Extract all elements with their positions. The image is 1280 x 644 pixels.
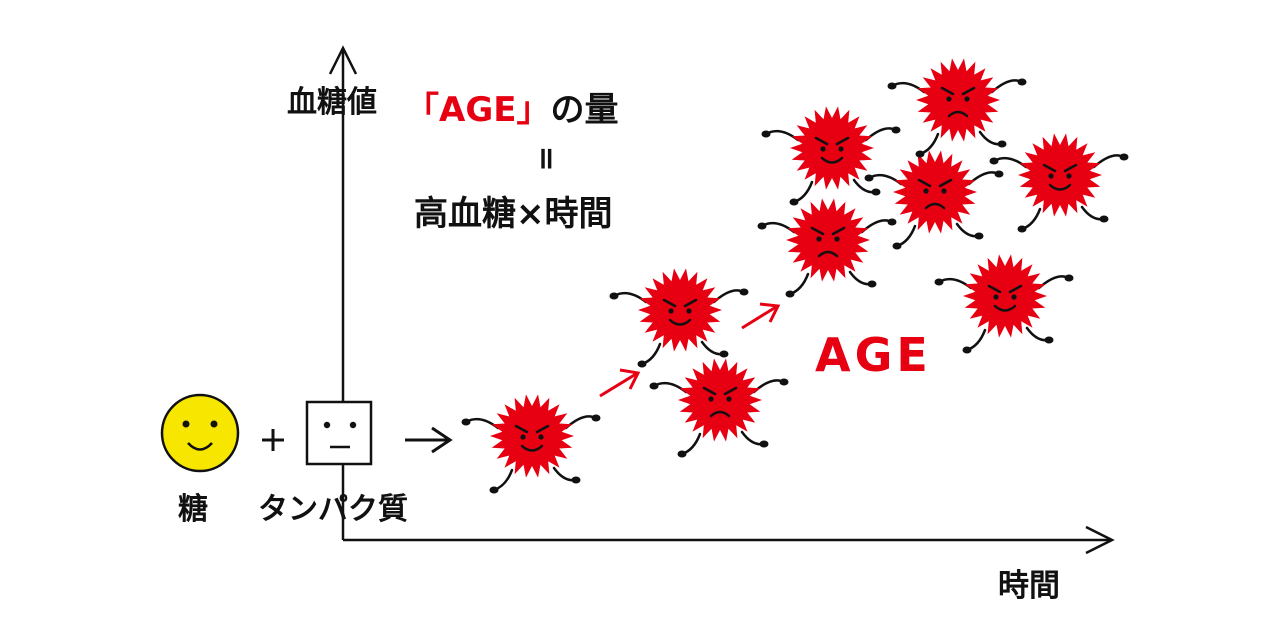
square-face-icon <box>305 400 373 466</box>
x-axis-label: 時間 <box>998 568 1060 604</box>
spiky-virus-icon <box>934 254 1074 354</box>
x-axis-arrowhead <box>1085 525 1115 555</box>
spiky-body <box>490 394 574 478</box>
y-axis-arrowhead <box>328 45 358 75</box>
equation-rhs: 高血糖×時間 <box>414 194 613 234</box>
spiky-body <box>678 358 762 442</box>
spiky-virus-icon <box>757 198 897 298</box>
spiky-body <box>786 198 870 282</box>
red-arrow-icon <box>741 302 781 330</box>
equation-equals: ॥ <box>536 141 554 176</box>
protein-label: タンパク質 <box>258 492 408 527</box>
y-axis-label: 血糖値 <box>287 85 377 120</box>
spiky-virus-icon <box>864 150 1004 250</box>
spiky-body <box>638 268 722 352</box>
equation-title: 「AGE」の量 <box>405 82 618 131</box>
spiky-body <box>1018 133 1102 217</box>
spiky-virus-icon <box>609 268 749 368</box>
spiky-virus-icon <box>461 394 601 494</box>
spiky-body <box>893 150 977 234</box>
red-arrows <box>599 302 781 398</box>
spiky-virus-icon <box>989 133 1129 233</box>
equation-age: 「AGE」 <box>405 90 551 130</box>
spiky-body <box>790 106 874 190</box>
smiley-face-icon <box>160 393 240 473</box>
spiky-virus-icon <box>761 106 901 206</box>
spiky-virus-icon <box>887 58 1027 158</box>
red-arrow-icon <box>599 368 641 398</box>
spiky-virus-icon <box>649 358 789 458</box>
plus-icon <box>262 429 284 451</box>
spiky-body <box>916 58 1000 142</box>
sugar-label: 糖 <box>178 492 208 527</box>
age-label: AGE <box>815 328 932 382</box>
spiky-body <box>963 254 1047 338</box>
age-monsters <box>461 58 1129 494</box>
equation-suffix: の量 <box>550 90 619 130</box>
arrow-icon <box>405 426 453 454</box>
